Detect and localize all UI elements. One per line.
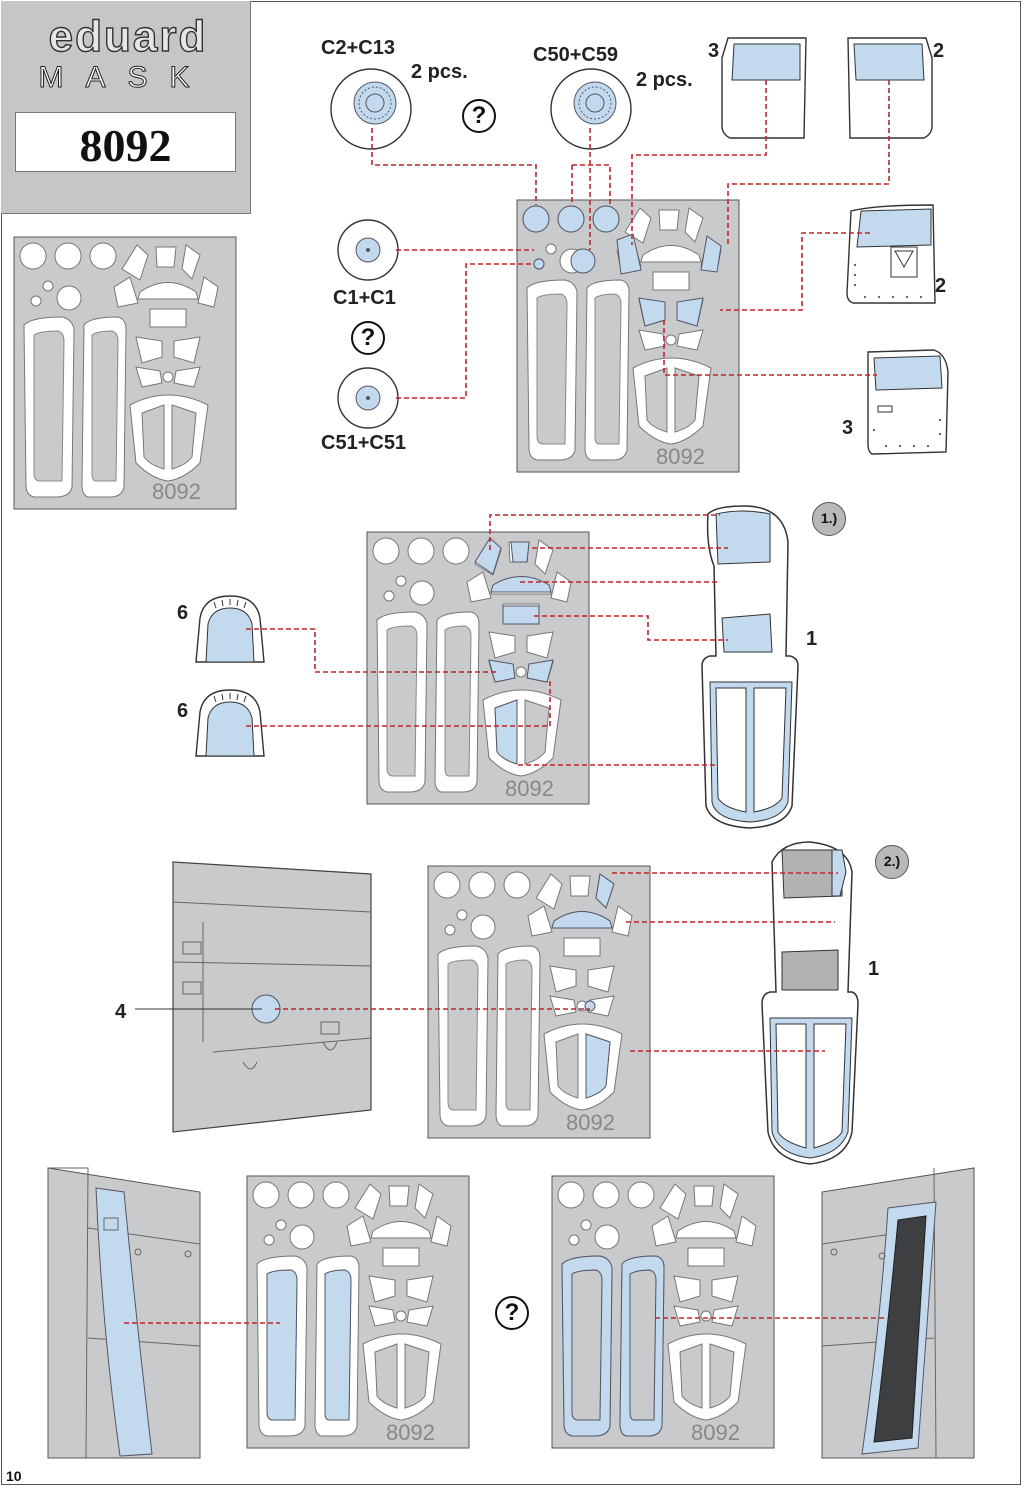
- brand-logo: eduard: [48, 12, 208, 61]
- label-part-4: 4: [115, 1001, 127, 1023]
- step-2-badge: 2.): [875, 845, 909, 879]
- wheel-c2-c13: [330, 68, 412, 150]
- wing-root-right: [821, 1167, 975, 1459]
- mask-sheet-1: [516, 199, 740, 473]
- product-name: MASK: [38, 61, 212, 94]
- label-part-6-upper: 6: [177, 602, 189, 624]
- sheet-code-1: 8092: [656, 444, 705, 469]
- optional-question-icon-3: ?: [495, 1296, 529, 1330]
- label-part-2-top: 2: [933, 40, 945, 62]
- wing-root-left: [47, 1167, 201, 1459]
- fuselage-panel: [172, 861, 372, 1133]
- sheet-code-4: 8092: [386, 1420, 435, 1445]
- door-panel-2: [846, 204, 936, 304]
- step-1-badge: 1.): [812, 502, 846, 536]
- label-part-6-lower: 6: [177, 700, 189, 722]
- label-c51-c51: C51+C51: [321, 432, 407, 454]
- label-c2-c13: C2+C13: [321, 37, 395, 59]
- tailwheel-c1: [337, 219, 399, 281]
- sheet-code-5: 8092: [691, 1420, 740, 1445]
- tailwheel-c51: [337, 367, 399, 429]
- part-6-upper: [195, 595, 265, 663]
- part-6-lower: [195, 689, 265, 757]
- mask-sheet-4: [246, 1175, 470, 1449]
- sheet-code-3: 8092: [566, 1110, 615, 1135]
- label-2pcs-a: 2 pcs.: [411, 61, 468, 83]
- door-part-3-top: [721, 37, 807, 139]
- label-part-2: 2: [935, 275, 947, 297]
- brand-panel: eduard MASK 8092: [1, 1, 251, 214]
- page-number: 10: [6, 1468, 22, 1484]
- label-part-1-b: 1: [868, 958, 880, 980]
- canopy-step-2: [761, 841, 859, 1165]
- optional-question-icon-1: ?: [462, 99, 496, 133]
- label-c50-c59: C50+C59: [533, 44, 619, 66]
- door-part-2-top: [847, 37, 933, 139]
- reference-mask-sheet: [13, 236, 237, 510]
- optional-question-icon-2: ?: [351, 321, 385, 355]
- wheel-c50-c59: [550, 68, 632, 150]
- mask-sheet-2: [366, 531, 590, 805]
- label-part-1-a: 1: [806, 628, 818, 650]
- sheet-code-ref: 8092: [152, 479, 201, 504]
- label-2pcs-b: 2 pcs.: [636, 69, 693, 91]
- door-panel-3: [867, 349, 949, 455]
- label-part-3-top: 3: [708, 40, 720, 62]
- product-code-box: 8092: [15, 112, 236, 172]
- mask-sheet-5: [551, 1175, 775, 1449]
- sheet-code-2: 8092: [505, 776, 554, 801]
- mask-sheet-3: [427, 865, 651, 1139]
- canopy-step-1: [701, 505, 799, 829]
- product-code: 8092: [79, 120, 172, 171]
- label-part-3: 3: [842, 417, 854, 439]
- label-c1-c1: C1+C1: [333, 287, 396, 309]
- guide-lines: [124, 80, 890, 1324]
